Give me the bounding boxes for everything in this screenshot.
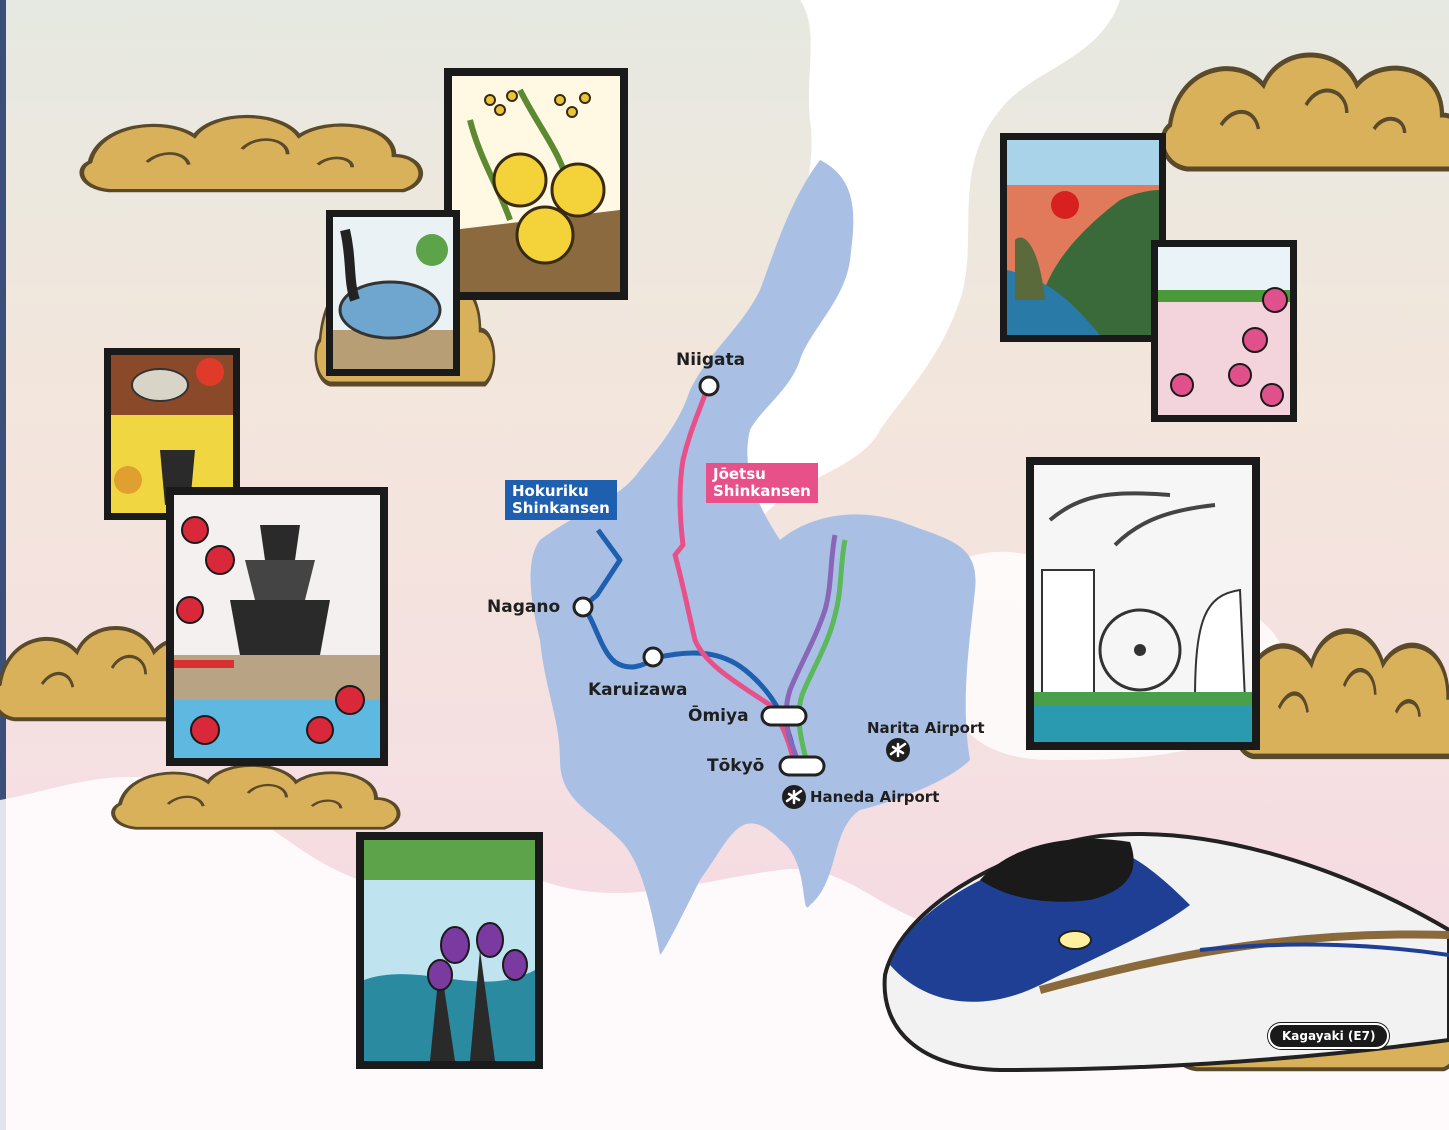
cloud-icon [82,117,421,191]
station-nagano-marker [572,596,594,618]
left-border [0,0,6,1130]
card-hot-spring [326,210,460,376]
cloud-icon [1163,55,1449,169]
joetsu-line-label: Jōetsu Shinkansen [706,463,818,503]
card-waterfall-iris [356,832,543,1069]
card-coast-sunrise [1000,133,1166,342]
card-rice-harvest [444,68,628,300]
train-icon [882,832,1449,1073]
station-tokyo-label: Tōkyō [707,756,765,776]
cloud-icon [1234,631,1449,756]
station-niigata-label: Niigata [676,350,746,370]
station-karuizawa-label: Karuizawa [588,680,688,700]
card-bay-city [1026,457,1260,750]
green-line [796,539,848,769]
station-nagano-label: Nagano [487,597,561,617]
station-omiya-label: Ōmiya [688,706,749,726]
narita-airport-label: Narita Airport [867,719,985,737]
cloud-icon [113,766,398,829]
train-name-badge: Kagayaki (E7) [1268,1023,1390,1049]
hokuriku-line-label: Hokuriku Shinkansen [505,480,617,520]
white-area-north [700,0,1120,539]
station-tokyo-marker [778,755,826,777]
station-karuizawa-marker [642,646,664,668]
station-niigata-marker [698,375,720,397]
station-omiya-marker [760,705,808,727]
land-mass [530,160,976,955]
airplane-icon [782,785,806,809]
haneda-airport-label: Haneda Airport [810,788,940,806]
joetsu-line [672,385,798,769]
card-castle [166,487,388,766]
airplane-icon [886,738,910,762]
card-cosmos [1151,240,1297,422]
